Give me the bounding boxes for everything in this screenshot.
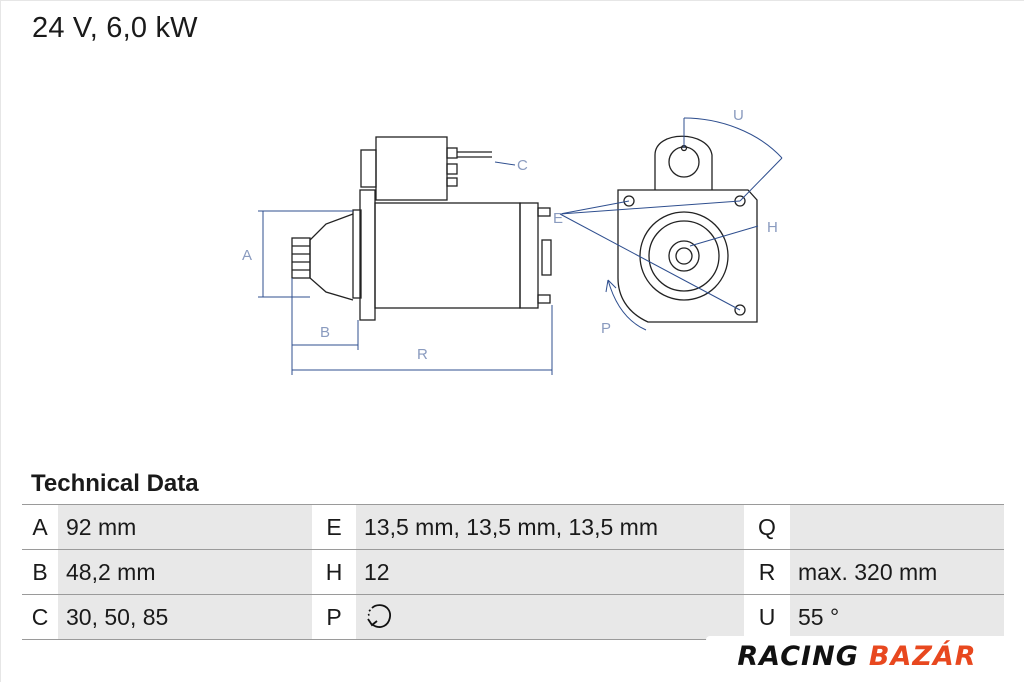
technical-data-table: A 92 mm E 13,5 mm, 13,5 mm, 13,5 mm Q B … bbox=[22, 504, 1004, 640]
cell-label: U bbox=[744, 594, 790, 640]
cell-value: 30, 50, 85 bbox=[58, 594, 312, 640]
starter-motor-drawing: A B R C E H U P bbox=[242, 107, 783, 375]
pinion bbox=[291, 237, 311, 279]
cell-value: 55 ° bbox=[790, 594, 1004, 640]
cell-label: P bbox=[312, 594, 356, 640]
motor-body bbox=[374, 202, 521, 309]
mounting-ear bbox=[654, 135, 713, 190]
front-housing-ring bbox=[639, 211, 729, 301]
mounting-flange bbox=[359, 189, 376, 321]
cell-value: 48,2 mm bbox=[58, 549, 312, 595]
cell-value: 12 bbox=[356, 549, 744, 595]
section-title: Technical Data bbox=[31, 470, 199, 497]
cell-label: Q bbox=[744, 504, 790, 550]
dimension-label-e: E bbox=[553, 210, 563, 227]
table-row: C 30, 50, 85 P U 55 ° bbox=[22, 594, 1004, 640]
cell-value: 13,5 mm, 13,5 mm, 13,5 mm bbox=[356, 504, 744, 550]
solenoid-terminal-3 bbox=[446, 177, 458, 187]
dimension-label-p: P bbox=[601, 320, 611, 337]
solenoid-end-cap bbox=[360, 149, 377, 188]
cell-label: B bbox=[22, 549, 58, 595]
frame-left-line bbox=[0, 0, 1, 682]
cell-label: A bbox=[22, 504, 58, 550]
racing-bazar-logo: RACING BAZÁR bbox=[706, 636, 1008, 676]
table-row: B 48,2 mm H 12 R max. 320 mm bbox=[22, 549, 1004, 595]
drive-nose bbox=[309, 213, 354, 301]
solenoid-terminal-2 bbox=[446, 163, 458, 175]
solenoid-terminal-1 bbox=[446, 147, 458, 159]
page-title: 24 V, 6,0 kW bbox=[32, 12, 198, 44]
dimension-label-r: R bbox=[417, 346, 428, 363]
cell-value: max. 320 mm bbox=[790, 549, 1004, 595]
dimension-label-c: C bbox=[517, 157, 528, 174]
dimension-label-b: B bbox=[320, 324, 330, 341]
solenoid-body bbox=[375, 136, 448, 201]
counterclockwise-rotation-icon bbox=[367, 604, 391, 628]
cell-label: E bbox=[312, 504, 356, 550]
cell-label: R bbox=[744, 549, 790, 595]
dimension-label-h: H bbox=[767, 219, 778, 236]
cell-value: 92 mm bbox=[58, 504, 312, 550]
flange-front bbox=[617, 189, 758, 323]
dimension-label-u: U bbox=[733, 107, 744, 124]
frame-top-line bbox=[0, 0, 1024, 1]
pinion-front bbox=[668, 240, 700, 272]
cell-value-rotation bbox=[356, 594, 744, 640]
logo-word-bazar: BAZÁR bbox=[868, 640, 977, 672]
dimension-label-a: A bbox=[242, 247, 252, 264]
cell-label: H bbox=[312, 549, 356, 595]
cell-label: C bbox=[22, 594, 58, 640]
table-row: A 92 mm E 13,5 mm, 13,5 mm, 13,5 mm Q bbox=[22, 504, 1004, 550]
cell-value bbox=[790, 504, 1004, 550]
logo-word-racing: RACING bbox=[737, 640, 859, 672]
